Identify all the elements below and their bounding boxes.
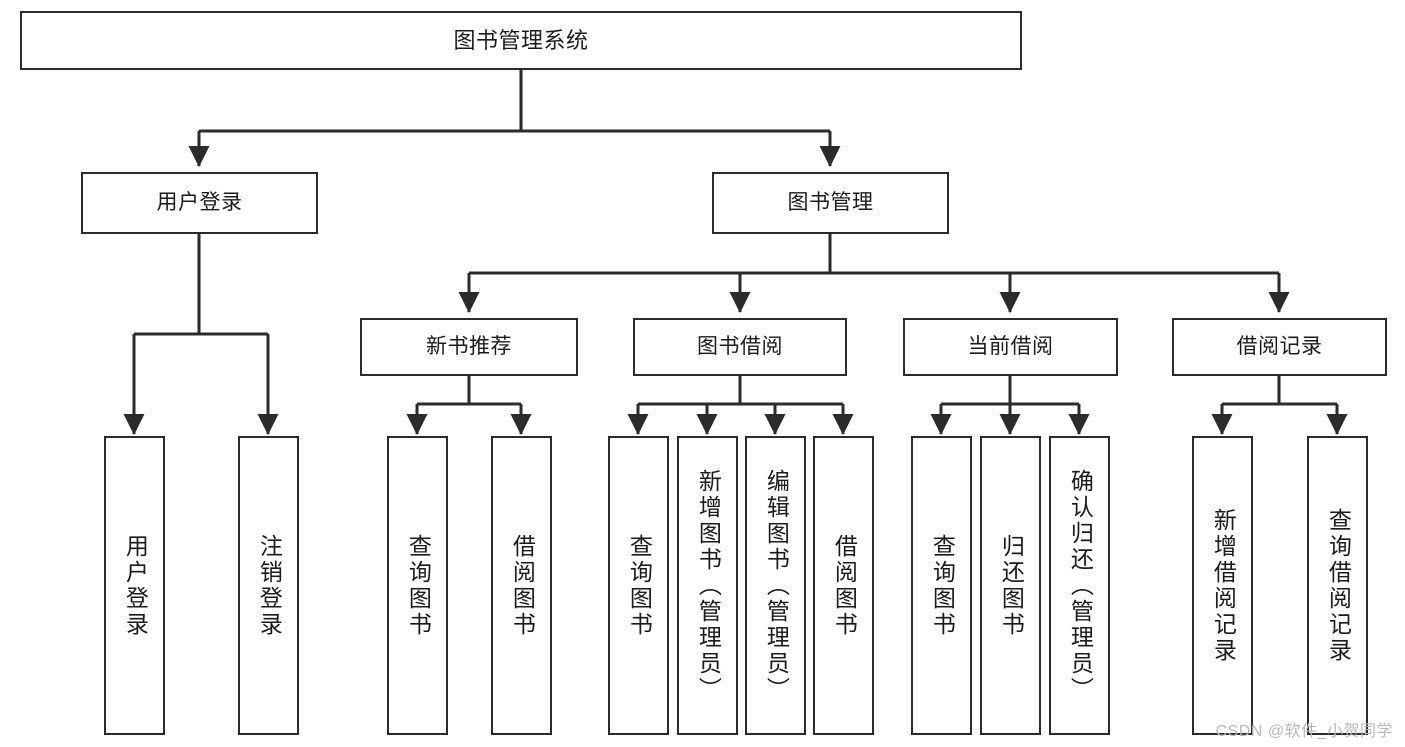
node-label: 编辑图书（管理员） — [763, 468, 790, 703]
node-label: 查询图书 — [405, 533, 432, 638]
node-current-borrow[interactable]: 当前借阅 — [903, 318, 1118, 376]
node-user-login[interactable]: 用户登录 — [81, 172, 318, 234]
leaf-book-borrow-query[interactable]: 查询图书 — [608, 436, 669, 735]
node-book-management[interactable]: 图书管理 — [712, 172, 949, 234]
leaf-book-borrow-edit[interactable]: 编辑图书（管理员） — [745, 436, 806, 735]
node-label: 确认归还（管理员） — [1067, 468, 1094, 703]
node-label: 图书管理系统 — [453, 27, 589, 53]
node-label: 借阅图书 — [509, 533, 536, 638]
node-root-system[interactable]: 图书管理系统 — [20, 11, 1022, 70]
node-new-book-recommend[interactable]: 新书推荐 — [360, 318, 578, 376]
leaf-current-borrow-return[interactable]: 归还图书 — [980, 436, 1041, 735]
watermark: CSDN @软件_小贺同学 — [1215, 723, 1393, 740]
node-label: 图书管理 — [787, 190, 874, 214]
node-label: 用户登录 — [156, 190, 243, 214]
leaf-user-login-login[interactable]: 用户登录 — [104, 436, 165, 735]
node-label: 用户登录 — [122, 533, 149, 638]
node-label: 新书推荐 — [426, 334, 512, 358]
node-label: 查询图书 — [929, 533, 956, 638]
node-label: 查询借阅记录 — [1325, 507, 1352, 664]
leaf-book-borrow-add[interactable]: 新增图书（管理员） — [677, 436, 738, 735]
node-label: 图书借阅 — [697, 334, 783, 358]
leaf-current-borrow-query[interactable]: 查询图书 — [911, 436, 972, 735]
node-label: 注销登录 — [256, 533, 283, 638]
node-borrow-record[interactable]: 借阅记录 — [1172, 318, 1387, 376]
node-label: 当前借阅 — [967, 334, 1054, 358]
node-label: 归还图书 — [998, 533, 1025, 638]
node-label: 借阅图书 — [831, 533, 858, 638]
leaf-user-login-logout[interactable]: 注销登录 — [238, 436, 299, 735]
node-label: 查询图书 — [626, 533, 653, 638]
leaf-book-borrow-borrow[interactable]: 借阅图书 — [813, 436, 874, 735]
node-label: 借阅记录 — [1236, 334, 1323, 358]
node-label: 新增图书（管理员） — [695, 468, 722, 703]
leaf-current-borrow-confirm[interactable]: 确认归还（管理员） — [1049, 436, 1110, 735]
node-label: 新增借阅记录 — [1210, 507, 1237, 664]
leaf-borrow-record-query[interactable]: 查询借阅记录 — [1307, 436, 1368, 735]
leaf-new-book-query[interactable]: 查询图书 — [387, 436, 448, 735]
leaf-new-book-borrow[interactable]: 借阅图书 — [491, 436, 552, 735]
leaf-borrow-record-add[interactable]: 新增借阅记录 — [1192, 436, 1253, 735]
node-book-borrow[interactable]: 图书借阅 — [633, 318, 847, 376]
